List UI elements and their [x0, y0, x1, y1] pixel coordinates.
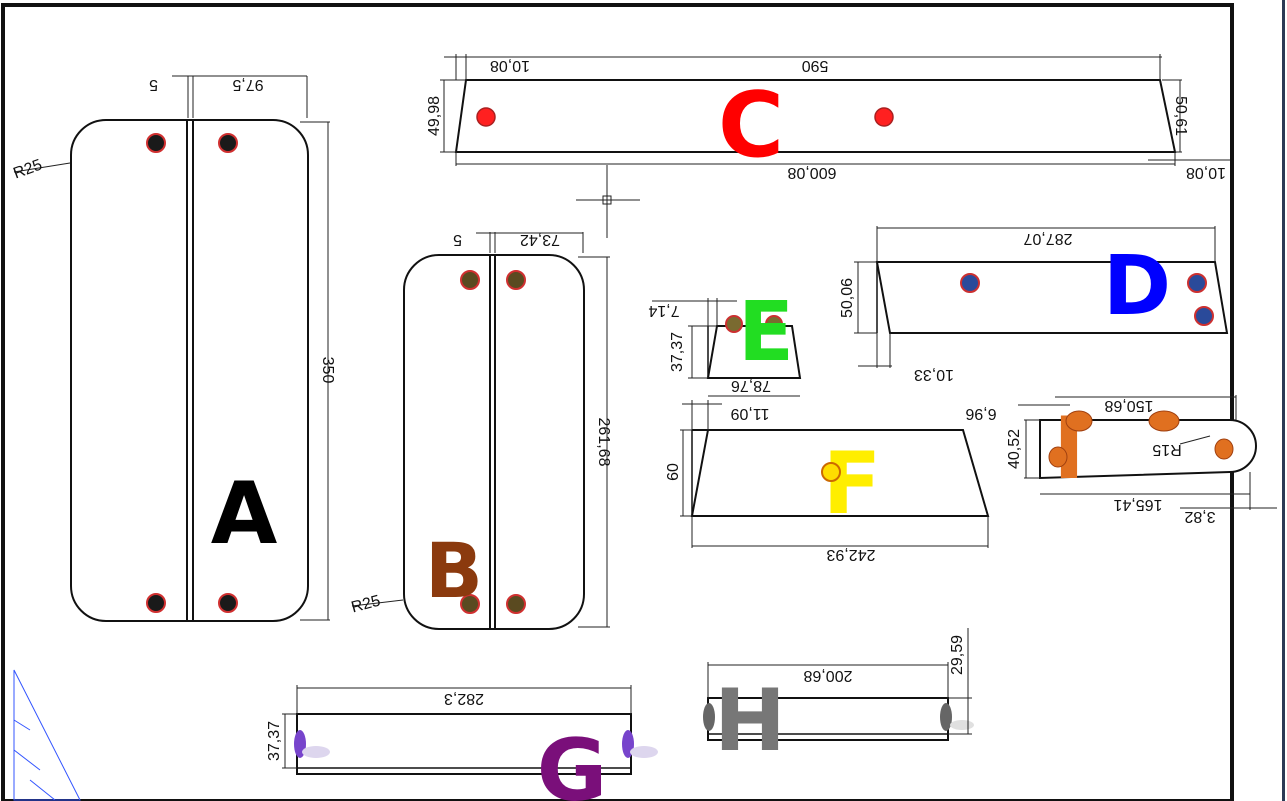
part-e-hole — [725, 315, 743, 333]
part-e-letter: E — [738, 285, 794, 380]
dim-a-gap: 5 — [149, 76, 158, 93]
part-d: D 287,07 50,06 10,33 — [839, 226, 1229, 383]
dim-c-bottom: 600,08 — [787, 164, 836, 181]
part-d-letter: D — [1103, 239, 1171, 334]
part-i-holes — [1048, 410, 1234, 468]
dim-i-height: 40,52 — [1006, 429, 1023, 469]
part-i-outline — [1039, 419, 1257, 480]
part-f-hole — [821, 462, 841, 482]
part-b-letter: B — [425, 526, 483, 615]
part-a-holes — [146, 133, 238, 613]
part-h-letter: H — [714, 671, 786, 771]
dim-c-offset-bottom: 10,08 — [1186, 164, 1226, 181]
dim-h-top: 200,68 — [803, 667, 852, 684]
drawing-frame — [1, 3, 1234, 801]
part-a-outline — [70, 119, 309, 622]
part-h: H 200,68 29,59 — [703, 628, 974, 771]
dim-h-height: 29,59 — [949, 635, 966, 675]
dim-i-gap: 3,82 — [1184, 508, 1215, 525]
part-c-hole — [476, 107, 496, 127]
part-d-hole — [960, 273, 980, 293]
part-c-hole — [874, 107, 894, 127]
part-e-hole — [765, 315, 783, 333]
part-c-outline — [454, 79, 1177, 153]
part-g-hole-shadow — [630, 746, 658, 758]
dim-g-top: 282,3 — [444, 690, 484, 707]
part-d-outline — [875, 261, 1229, 334]
dim-i-top: 150,68 — [1104, 397, 1153, 414]
dim-d-height: 50,06 — [839, 278, 856, 318]
part-h-hole-shadow — [950, 720, 974, 730]
part-i: I 6,96 150,68 40,52 R15 165,41 3,82 — [965, 395, 1277, 525]
dim-e-bottom: 78,76 — [731, 377, 771, 394]
part-h-hole — [703, 703, 715, 731]
part-c: C 10,08 590 49,98 50,61 600,08 10,08 — [426, 54, 1230, 181]
part-a-letter: A — [211, 464, 278, 564]
part-d-hole — [1187, 273, 1207, 293]
part-g-hole-shadow — [302, 746, 330, 758]
part-h-hole — [940, 703, 952, 731]
dim-i-offset: 6,96 — [965, 405, 996, 422]
part-g: G 282,3 37,37 — [266, 685, 658, 801]
dim-e-offset: 7,14 — [648, 302, 679, 319]
part-f-letter: F — [823, 434, 882, 534]
dim-f-height: 60 — [665, 463, 682, 481]
part-e: E 7,14 37,37 78,76 — [648, 285, 802, 397]
corner-triangle — [13, 669, 81, 801]
dim-f-bottom: 242,93 — [826, 546, 875, 563]
part-a: A 5 97,5 350 R25 — [11, 75, 336, 622]
part-c-letter: C — [718, 73, 784, 178]
dim-g-height: 37,37 — [266, 721, 283, 761]
dim-a-radius: R25 — [11, 156, 44, 182]
part-b-holes — [460, 270, 526, 614]
part-f: F 11,09 60 242,93 — [665, 400, 990, 563]
dim-b-radius: R25 — [349, 592, 382, 616]
dim-i-bottom: 165,41 — [1113, 496, 1162, 513]
dim-c-height-right: 50,61 — [1172, 96, 1189, 136]
dim-e-height: 37,37 — [669, 332, 686, 372]
part-g-letter: G — [537, 721, 608, 801]
part-d-hole — [1194, 306, 1214, 326]
dim-b-width: 73,42 — [520, 231, 560, 248]
dim-a-height: 350 — [319, 357, 336, 384]
dim-i-radius: R15 — [1152, 441, 1181, 458]
dim-a-width: 97,5 — [232, 76, 263, 93]
dim-c-offset-top: 10,08 — [490, 57, 530, 74]
dim-d-offset: 10,33 — [914, 366, 954, 383]
crosshair-cursor — [576, 165, 640, 238]
dim-d-top: 287,07 — [1023, 230, 1072, 247]
dim-b-height: 261,68 — [595, 418, 612, 467]
dim-c-top: 590 — [802, 57, 829, 74]
dim-c-height-left: 49,98 — [426, 96, 443, 136]
dim-b-gap: 5 — [453, 231, 462, 248]
window-edge — [1282, 0, 1285, 801]
dim-f-offset: 11,09 — [730, 405, 769, 422]
part-b: B 5 73,42 261,68 R25 — [349, 231, 612, 630]
